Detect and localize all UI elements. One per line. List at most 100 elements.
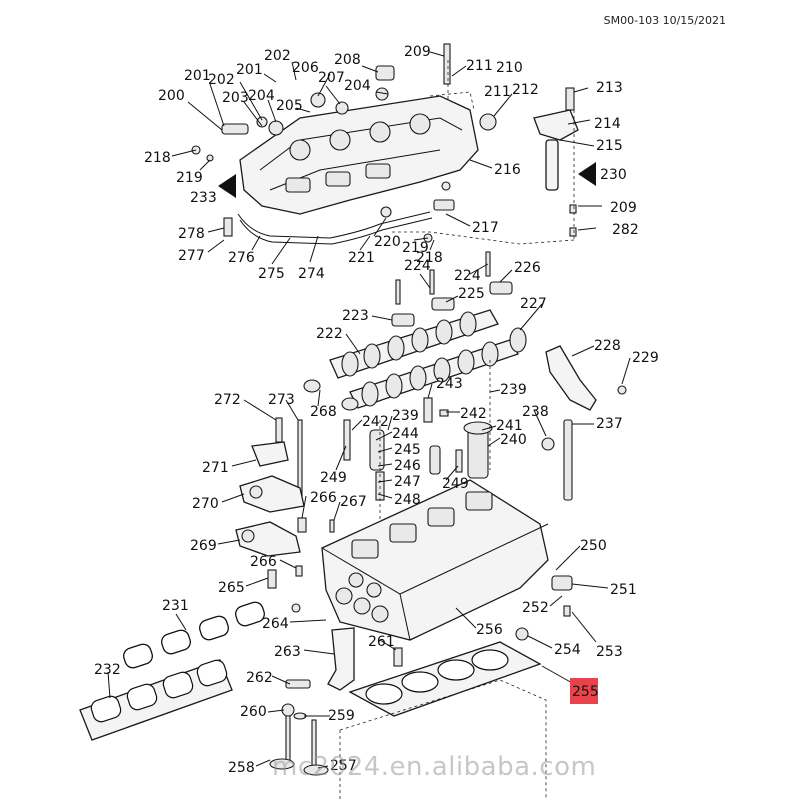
callout-282: 282 (612, 222, 639, 238)
callout-249-b: 249 (442, 476, 469, 492)
drawing-reference-code: SM00-103 10/15/2021 (603, 14, 726, 27)
callout-248: 248 (394, 492, 421, 508)
callout-252: 252 (522, 600, 549, 616)
callout-203: 203 (222, 90, 249, 106)
bracket-228 (541, 345, 627, 501)
callout-260: 260 (240, 704, 267, 720)
callout-272: 272 (214, 392, 241, 408)
callout-218: 218 (144, 150, 171, 166)
callout-266-b: 266 (250, 554, 277, 570)
thermostat-housing-parts (235, 417, 335, 589)
callout-labels: 202 206 208 209 211 210 201 201 202 207 … (94, 44, 659, 776)
callout-222: 222 (316, 326, 343, 342)
callout-244: 244 (392, 426, 419, 442)
ignition-coil (533, 87, 579, 237)
engine-block-outline (339, 679, 547, 800)
callout-219-b: 219 (402, 240, 429, 256)
callout-214: 214 (594, 116, 621, 132)
callout-220: 220 (374, 234, 401, 250)
callout-273: 273 (268, 392, 295, 408)
callout-204: 204 (344, 78, 371, 94)
callout-224: 224 (404, 258, 431, 274)
head-gasket (348, 641, 542, 717)
callout-223: 223 (342, 308, 369, 324)
callout-206: 206 (292, 60, 319, 76)
callout-209-b: 209 (610, 200, 637, 216)
callout-224-b: 224 (454, 268, 481, 284)
callout-255: 255 (572, 684, 599, 700)
callout-239: 239 (500, 382, 527, 398)
callout-238: 238 (522, 404, 549, 420)
callout-277: 277 (178, 248, 205, 264)
callout-212: 212 (512, 82, 539, 98)
callout-204-b: 204 (248, 88, 275, 104)
callout-274: 274 (298, 266, 325, 282)
callout-230: 230 (600, 167, 627, 183)
callout-263: 263 (274, 644, 301, 660)
callout-257: 257 (330, 758, 357, 774)
sensor-251 (515, 575, 573, 641)
callout-242-b: 242 (460, 406, 487, 422)
leader-lines (107, 51, 631, 769)
callout-237: 237 (596, 416, 623, 432)
callout-205: 205 (276, 98, 303, 114)
callout-227: 227 (520, 296, 547, 312)
camshafts (303, 309, 527, 411)
callout-251: 251 (610, 582, 637, 598)
callout-241: 241 (496, 418, 523, 434)
callout-243: 243 (436, 376, 463, 392)
lifting-bracket (285, 603, 403, 691)
callout-202-b: 202 (208, 72, 235, 88)
callout-232: 232 (94, 662, 121, 678)
callout-245: 245 (394, 442, 421, 458)
cover-gasket (237, 211, 433, 245)
callout-215: 215 (596, 138, 623, 154)
callout-219: 219 (176, 170, 203, 186)
callout-208: 208 (334, 52, 361, 68)
view-arrow-right (578, 162, 596, 186)
callout-221: 221 (348, 250, 375, 266)
callout-256: 256 (476, 622, 503, 638)
callout-254: 254 (554, 642, 581, 658)
callout-266: 266 (310, 490, 337, 506)
callout-211: 211 (466, 58, 493, 74)
callout-261: 261 (368, 634, 395, 650)
callout-253: 253 (596, 644, 623, 660)
callout-200: 200 (158, 88, 185, 104)
small-fittings-top (191, 43, 497, 243)
callout-210: 210 (496, 60, 523, 76)
callout-216: 216 (494, 162, 521, 178)
callout-246: 246 (394, 458, 421, 474)
callout-247: 247 (394, 474, 421, 490)
callout-229: 229 (632, 350, 659, 366)
callout-268: 268 (310, 404, 337, 420)
callout-226: 226 (514, 260, 541, 276)
callout-213: 213 (596, 80, 623, 96)
callout-269: 269 (190, 538, 217, 554)
callout-211-b: 211 (484, 84, 511, 100)
callout-202: 202 (264, 48, 291, 64)
view-arrow-left (218, 174, 236, 198)
callout-264: 264 (262, 616, 289, 632)
callout-250: 250 (580, 538, 607, 554)
cylinder-head (321, 479, 549, 641)
callout-201: 201 (184, 68, 211, 84)
intake-manifold-gasket (123, 601, 265, 669)
callout-278: 278 (178, 226, 205, 242)
callout-228: 228 (594, 338, 621, 354)
camshaft-cover (239, 95, 479, 215)
callout-275: 275 (258, 266, 285, 282)
callout-231: 231 (162, 598, 189, 614)
exhaust-manifold-gasket (79, 659, 233, 741)
callout-233: 233 (190, 190, 217, 206)
watermark: mc2024.en.alibaba.com (272, 752, 597, 782)
callout-201-b: 201 (236, 62, 263, 78)
callout-259: 259 (328, 708, 355, 724)
callout-225: 225 (458, 286, 485, 302)
callout-239-b: 239 (392, 408, 419, 424)
alignment-lines (379, 60, 575, 520)
callout-262: 262 (246, 670, 273, 686)
callout-258: 258 (228, 760, 255, 776)
highlight-box-255 (570, 678, 598, 704)
